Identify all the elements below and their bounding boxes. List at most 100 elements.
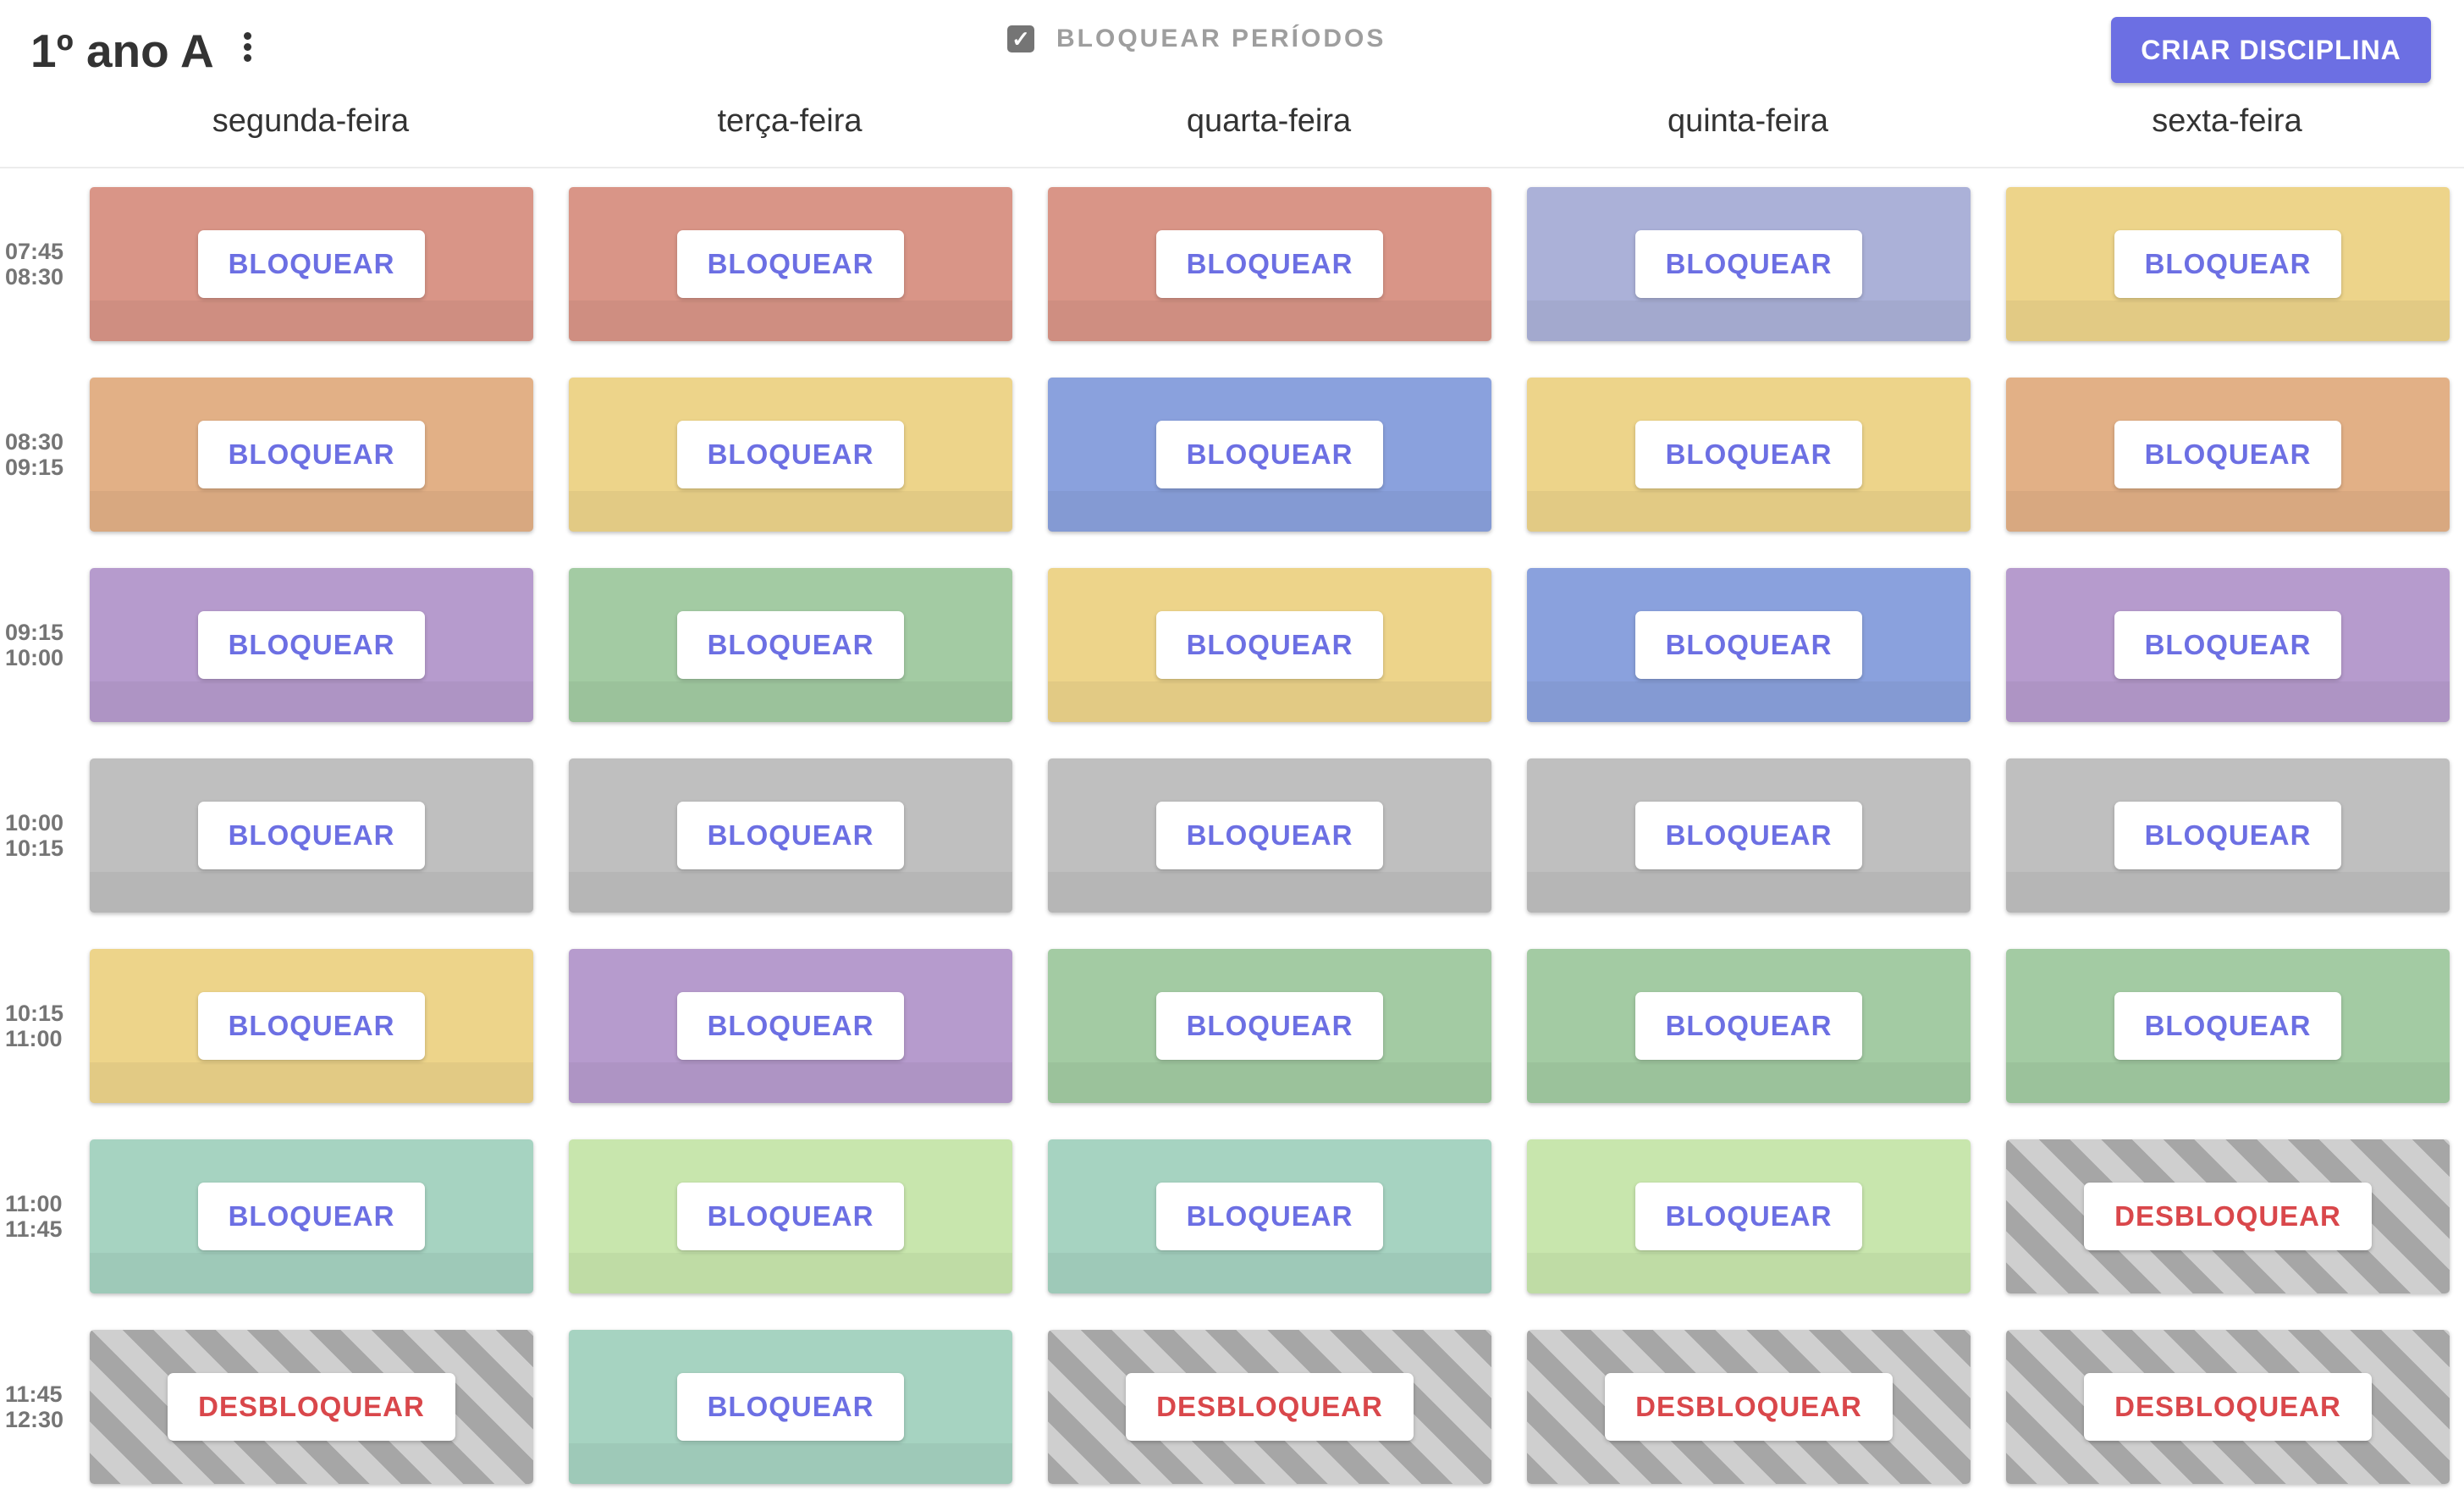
block-button[interactable]: BLOQUEAR — [2114, 802, 2342, 869]
schedule-cell[interactable]: BLOQUEAR — [569, 949, 1012, 1103]
schedule-header: 1º ano A ✓ BLOQUEAR PERÍODOS CRIAR DISCI… — [0, 0, 2464, 168]
block-button[interactable]: BLOQUEAR — [676, 230, 905, 298]
schedule-cell[interactable]: BLOQUEAR — [90, 949, 533, 1103]
block-button[interactable]: BLOQUEAR — [197, 1183, 426, 1250]
period-end-time: 09:15 — [5, 455, 64, 480]
block-button[interactable]: BLOQUEAR — [676, 611, 905, 679]
unblock-button[interactable]: DESBLOQUEAR — [1605, 1373, 1893, 1441]
cell-shade — [1527, 1062, 1971, 1103]
schedule-cell[interactable]: BLOQUEAR — [2006, 187, 2450, 341]
schedule-cell-locked[interactable]: DESBLOQUEAR — [1048, 1330, 1491, 1484]
schedule-cell[interactable]: BLOQUEAR — [1048, 568, 1491, 722]
block-button[interactable]: BLOQUEAR — [197, 992, 426, 1060]
block-button[interactable]: BLOQUEAR — [676, 1183, 905, 1250]
schedule-cell[interactable]: BLOQUEAR — [90, 758, 533, 913]
block-button[interactable]: BLOQUEAR — [676, 992, 905, 1060]
block-button[interactable]: BLOQUEAR — [1634, 992, 1863, 1060]
block-button[interactable]: BLOQUEAR — [2114, 421, 2342, 488]
unblock-button[interactable]: DESBLOQUEAR — [1126, 1373, 1414, 1441]
lock-periods-toggle[interactable]: ✓ BLOQUEAR PERÍODOS — [1007, 22, 1386, 56]
create-subject-button[interactable]: CRIAR DISCIPLINA — [2111, 17, 2431, 83]
schedule-cell[interactable]: BLOQUEAR — [569, 568, 1012, 722]
block-button[interactable]: BLOQUEAR — [1155, 230, 1384, 298]
cell-shade — [90, 491, 533, 532]
schedule-cell[interactable]: BLOQUEAR — [1048, 949, 1491, 1103]
block-button[interactable]: BLOQUEAR — [1634, 421, 1863, 488]
block-button[interactable]: BLOQUEAR — [2114, 611, 2342, 679]
kebab-dot — [243, 54, 251, 62]
cell-shade — [1048, 301, 1491, 341]
cell-shade — [1527, 1253, 1971, 1293]
schedule-cell[interactable]: BLOQUEAR — [1527, 568, 1971, 722]
cell-shade — [1048, 491, 1491, 532]
block-button[interactable]: BLOQUEAR — [1155, 802, 1384, 869]
block-button[interactable]: BLOQUEAR — [2114, 992, 2342, 1060]
block-button[interactable]: BLOQUEAR — [1634, 802, 1863, 869]
schedule-cell[interactable]: BLOQUEAR — [1048, 378, 1491, 532]
schedule-cell[interactable]: BLOQUEAR — [1527, 187, 1971, 341]
period-start-time: 09:15 — [5, 620, 64, 645]
block-button[interactable]: BLOQUEAR — [197, 230, 426, 298]
block-button[interactable]: BLOQUEAR — [2114, 230, 2342, 298]
cell-shade — [569, 681, 1012, 722]
block-button[interactable]: BLOQUEAR — [1155, 1183, 1384, 1250]
schedule-cell[interactable]: BLOQUEAR — [569, 758, 1012, 913]
schedule-cell[interactable]: BLOQUEAR — [569, 378, 1012, 532]
cell-shade — [90, 301, 533, 341]
schedule-cell[interactable]: BLOQUEAR — [90, 187, 533, 341]
block-button[interactable]: BLOQUEAR — [1155, 992, 1384, 1060]
schedule-cell[interactable]: BLOQUEAR — [1527, 949, 1971, 1103]
block-button[interactable]: BLOQUEAR — [676, 802, 905, 869]
block-button[interactable]: BLOQUEAR — [676, 1373, 905, 1441]
schedule-cell[interactable]: BLOQUEAR — [90, 1139, 533, 1293]
more-options-icon[interactable] — [240, 32, 254, 69]
cell-shade — [2006, 1062, 2450, 1103]
period-end-time: 08:30 — [5, 264, 64, 290]
block-button[interactable]: BLOQUEAR — [1155, 421, 1384, 488]
kebab-dot — [243, 32, 251, 40]
block-button[interactable]: BLOQUEAR — [676, 421, 905, 488]
schedule-cell[interactable]: BLOQUEAR — [1527, 1139, 1971, 1293]
block-button[interactable]: BLOQUEAR — [197, 611, 426, 679]
cell-shade — [569, 1062, 1012, 1103]
unblock-button[interactable]: DESBLOQUEAR — [168, 1373, 455, 1441]
day-header-thursday: quinta-feira — [1667, 103, 1829, 139]
cell-shade — [569, 491, 1012, 532]
unblock-button[interactable]: DESBLOQUEAR — [2084, 1373, 2372, 1441]
block-button[interactable]: BLOQUEAR — [1634, 230, 1863, 298]
schedule-cell-locked[interactable]: DESBLOQUEAR — [2006, 1139, 2450, 1293]
schedule-cell[interactable]: BLOQUEAR — [2006, 949, 2450, 1103]
checkbox-checked-icon[interactable]: ✓ — [1007, 25, 1034, 52]
period-end-time: 10:00 — [5, 645, 64, 670]
schedule-cell[interactable]: BLOQUEAR — [2006, 758, 2450, 913]
schedule-cell[interactable]: BLOQUEAR — [1527, 758, 1971, 913]
schedule-cell[interactable]: BLOQUEAR — [1527, 378, 1971, 532]
schedule-cell[interactable]: BLOQUEAR — [1048, 1139, 1491, 1293]
schedule-cell[interactable]: BLOQUEAR — [1048, 187, 1491, 341]
schedule-cell-locked[interactable]: DESBLOQUEAR — [90, 1330, 533, 1484]
block-button[interactable]: BLOQUEAR — [1634, 611, 1863, 679]
schedule-cell[interactable]: BLOQUEAR — [1048, 758, 1491, 913]
schedule-cell[interactable]: BLOQUEAR — [569, 1139, 1012, 1293]
schedule-cell[interactable]: BLOQUEAR — [2006, 378, 2450, 532]
cell-shade — [1527, 301, 1971, 341]
schedule-cell[interactable]: BLOQUEAR — [2006, 568, 2450, 722]
schedule-cell-locked[interactable]: DESBLOQUEAR — [1527, 1330, 1971, 1484]
block-button[interactable]: BLOQUEAR — [197, 802, 426, 869]
block-button[interactable]: BLOQUEAR — [197, 421, 426, 488]
lock-periods-label: BLOQUEAR PERÍODOS — [1056, 25, 1386, 52]
cell-shade — [1048, 681, 1491, 722]
schedule-cell[interactable]: BLOQUEAR — [90, 568, 533, 722]
schedule-cell-locked[interactable]: DESBLOQUEAR — [2006, 1330, 2450, 1484]
block-button[interactable]: BLOQUEAR — [1634, 1183, 1863, 1250]
cell-shade — [1048, 1253, 1491, 1293]
schedule-cell[interactable]: BLOQUEAR — [569, 1330, 1012, 1484]
schedule-cell[interactable]: BLOQUEAR — [569, 187, 1012, 341]
cell-shade — [569, 1443, 1012, 1484]
unblock-button[interactable]: DESBLOQUEAR — [2084, 1183, 2372, 1250]
schedule-cell[interactable]: BLOQUEAR — [90, 378, 533, 532]
block-button[interactable]: BLOQUEAR — [1155, 611, 1384, 679]
